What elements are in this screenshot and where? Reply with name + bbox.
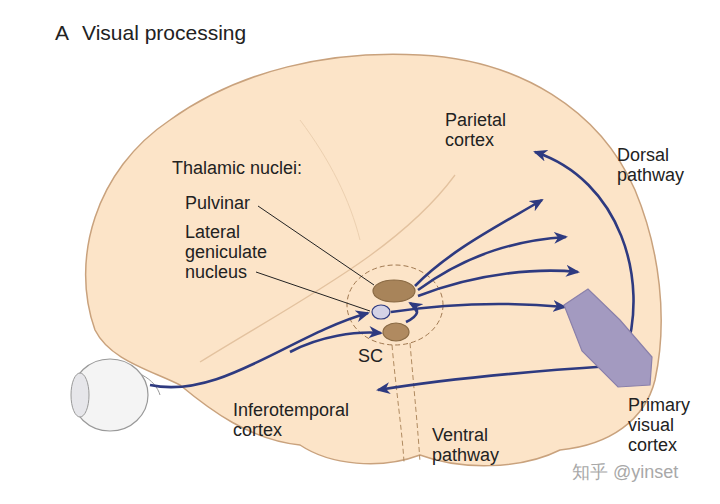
node-shape bbox=[560, 285, 655, 390]
brainstem bbox=[392, 343, 420, 462]
watermark: 知乎 @yinset bbox=[572, 462, 678, 482]
region-label: Parietal cortex bbox=[445, 110, 525, 150]
region-label: Ventral pathway bbox=[432, 425, 517, 465]
node-label: Lateral geniculate nucleus bbox=[185, 222, 285, 282]
node-shape bbox=[382, 322, 410, 342]
lgn-nucleus: Lateral geniculate nucleus bbox=[371, 304, 391, 320]
pathway-arrows bbox=[150, 152, 634, 390]
node-label: Primary visual cortex bbox=[628, 395, 700, 455]
diagram-title: Visual processing bbox=[82, 20, 246, 45]
node-label: Pulvinar bbox=[185, 193, 250, 213]
region-label: Inferotemporal cortex bbox=[233, 400, 368, 440]
leader-lines bbox=[256, 206, 374, 311]
visual-cortex-region: Primary visual cortex bbox=[560, 285, 655, 390]
region-label: Thalamic nuclei: bbox=[172, 158, 302, 178]
region-label: Dorsal pathway bbox=[617, 145, 707, 185]
brain-outline bbox=[86, 54, 662, 465]
eye bbox=[71, 359, 160, 431]
node-shape bbox=[372, 279, 416, 303]
pulvinar-nucleus: Pulvinar bbox=[372, 279, 416, 303]
pathway-arrow bbox=[406, 303, 417, 322]
node-shape bbox=[371, 304, 391, 320]
sulcus bbox=[300, 120, 360, 240]
node-label: SC bbox=[358, 346, 383, 366]
superior-colliculus: SC bbox=[382, 322, 410, 342]
panel-letter: A bbox=[55, 20, 69, 45]
